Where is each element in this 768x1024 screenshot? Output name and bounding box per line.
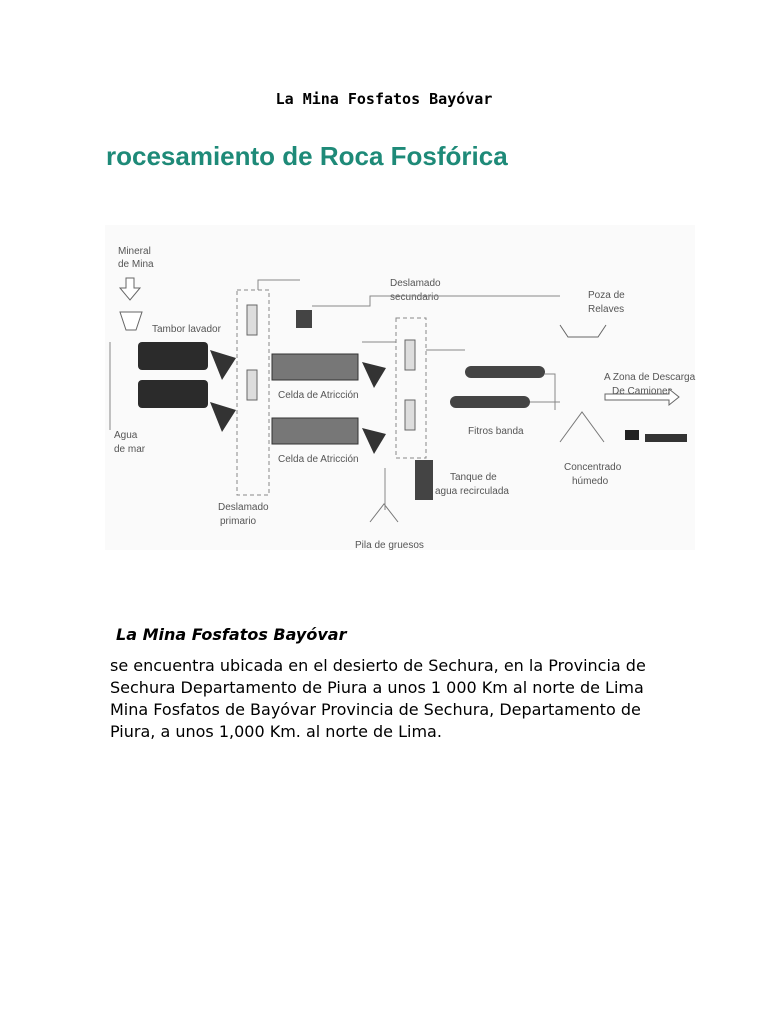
document-title: La Mina Fosfatos Bayóvar: [275, 90, 493, 108]
belt-filter-2: [450, 396, 530, 408]
tailings-pond-icon: [559, 324, 607, 338]
label-tambor: Tambor lavador: [152, 324, 222, 335]
label-concentrado-line2: húmedo: [572, 476, 609, 487]
label-deslamado-secundario-line2: secundario: [390, 292, 439, 303]
hopper-icon: [119, 311, 143, 331]
flow-lines: [109, 279, 560, 510]
feed-arrow-icon: [118, 277, 142, 301]
label-mineral-line1: Mineral: [118, 246, 151, 257]
label-agua-line2: de mar: [114, 444, 146, 455]
cyclone-cone-2: [210, 402, 236, 432]
hydrocyclone-4: [404, 399, 416, 431]
cone-3: [362, 362, 386, 388]
label-deslamado-primario-line2: primario: [220, 516, 257, 527]
loader-icon: [625, 430, 639, 440]
concentrate-pile-icon: [559, 411, 605, 443]
label-deslamado-primario-line1: Deslamado: [218, 502, 269, 513]
label-concentrado-line1: Concentrado: [564, 462, 622, 473]
deslamado-primario-box: [236, 289, 270, 496]
hydrocyclone-1: [246, 304, 258, 336]
unload-arrow-icon: [604, 387, 680, 407]
drum-washer-1: [138, 342, 208, 370]
label-poza-line2: Relaves: [588, 304, 624, 315]
label-pila: Pila de gruesos: [355, 540, 424, 551]
label-celda-2: Celda de Atricción: [278, 454, 359, 465]
body-paragraph: se encuentra ubicada en el desierto de S…: [110, 656, 646, 741]
label-tanque-line2: agua recirculada: [435, 486, 509, 497]
label-zona-line1: A Zona de Descarga: [604, 372, 696, 383]
diagram-heading: rocesamiento de Roca Fosfórica: [106, 141, 508, 171]
hydrocyclone-2: [246, 369, 258, 401]
cyclone-cone-1: [210, 350, 236, 380]
drum-washer-2: [138, 380, 208, 408]
label-deslamado-secundario-line1: Deslamado: [390, 278, 441, 289]
label-tanque-line1: Tanque de: [450, 472, 497, 483]
hydrocyclone-3: [404, 339, 416, 371]
recirculation-tank: [415, 460, 433, 500]
belt-filter-1: [465, 366, 545, 378]
process-diagram-svg: rocesamiento de Roca Fosfórica Mineral d…: [105, 141, 696, 551]
coarse-pile-icon: [369, 503, 399, 523]
label-celda-1: Celda de Atricción: [278, 390, 359, 401]
truck-icon: [645, 434, 687, 442]
cone-4: [362, 428, 386, 454]
label-poza-line1: Poza de: [588, 290, 625, 301]
label-agua-line1: Agua: [114, 430, 138, 441]
section-subtitle: La Mina Fosfatos Bayóvar: [116, 625, 347, 644]
attrition-cell-2: [271, 417, 359, 445]
attrition-cell-1: [271, 353, 359, 381]
small-tank: [296, 310, 312, 328]
process-diagram: rocesamiento de Roca Fosfórica Mineral d…: [100, 130, 700, 560]
label-zona-line2: De Camiones: [612, 386, 673, 397]
label-mineral-line2: de Mina: [118, 259, 154, 270]
deslamado-secundario-box: [395, 317, 427, 459]
label-filtros: Fitros banda: [468, 426, 524, 437]
